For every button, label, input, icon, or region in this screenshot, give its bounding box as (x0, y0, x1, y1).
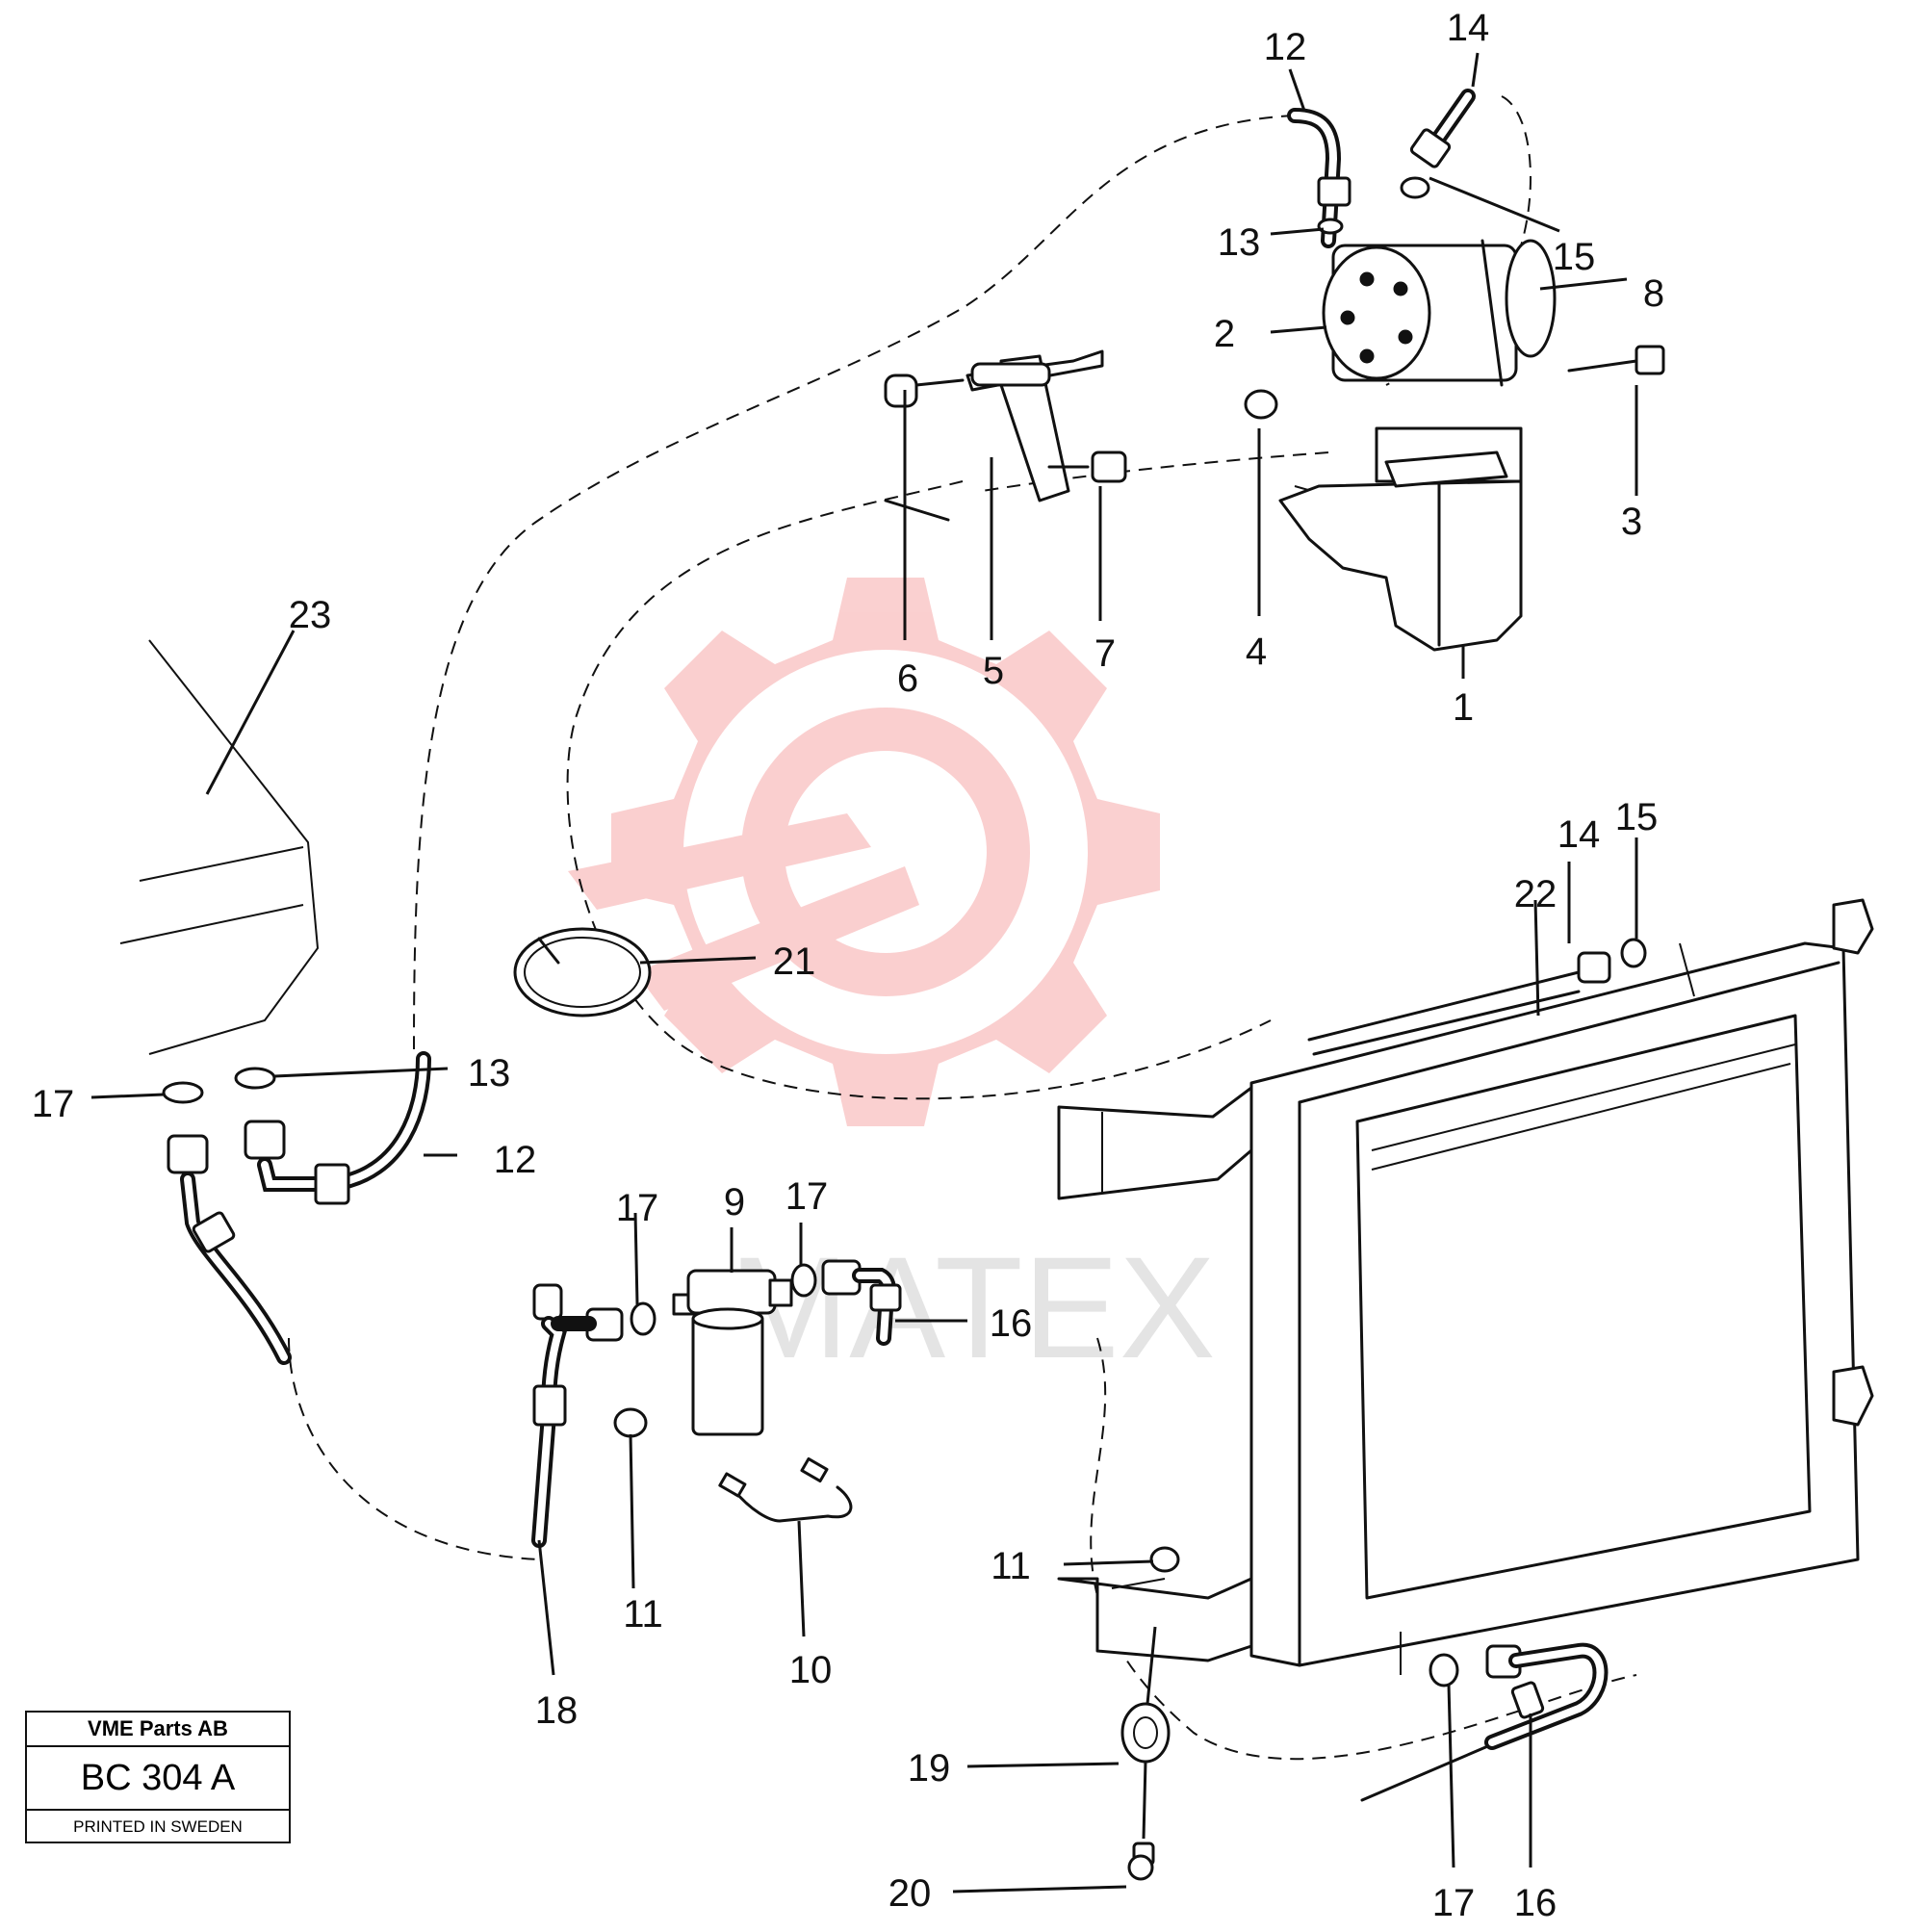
watermark-text: MATEX (729, 1226, 1216, 1388)
label-part-18: 18 (535, 1689, 579, 1732)
label-part-17-left: 17 (32, 1083, 75, 1125)
label-part-8: 8 (1643, 272, 1664, 315)
left-hoses (162, 1051, 431, 1365)
label-part-4: 4 (1246, 631, 1267, 673)
label-part-21: 21 (773, 940, 816, 983)
part-labels: 12 14 13 15 8 2 3 4 1 6 5 7 23 21 22 14 … (32, 7, 1664, 1924)
leader-lines (90, 52, 1638, 1893)
label-part-13-left: 13 (468, 1052, 511, 1095)
label-part-11-condenser: 11 (991, 1545, 1031, 1587)
label-part-17-drier-b: 17 (785, 1175, 829, 1218)
label-part-14: 14 (1447, 7, 1490, 49)
compressor-assembly (884, 89, 1665, 652)
label-part-13: 13 (1218, 221, 1261, 264)
label-part-16-bottom: 16 (1514, 1882, 1557, 1924)
drawing-code: BC 304 A (27, 1747, 289, 1811)
label-part-17-bottom: 17 (1432, 1882, 1476, 1924)
condenser-assembly (1057, 898, 1874, 1881)
label-part-20: 20 (888, 1872, 932, 1915)
label-part-1: 1 (1453, 686, 1474, 729)
label-part-17-drier-a: 17 (616, 1187, 659, 1229)
company-name: VME Parts AB (27, 1713, 289, 1747)
label-part-22: 22 (1514, 873, 1557, 915)
label-part-10: 10 (789, 1649, 833, 1691)
label-part-15-condenser: 15 (1615, 796, 1659, 838)
frame-outline (119, 639, 320, 1055)
title-block: VME Parts AB BC 304 A PRINTED IN SWEDEN (25, 1711, 291, 1843)
label-part-12: 12 (1264, 26, 1307, 68)
label-part-15: 15 (1553, 236, 1596, 278)
label-part-11-drier: 11 (623, 1593, 663, 1636)
label-part-5: 5 (983, 650, 1004, 692)
label-part-2: 2 (1214, 313, 1235, 355)
label-part-12-left: 12 (494, 1139, 537, 1181)
label-part-7: 7 (1094, 632, 1116, 675)
label-part-3: 3 (1621, 501, 1642, 543)
label-part-14-condenser: 14 (1557, 813, 1601, 856)
hose-clamp (513, 927, 652, 1018)
label-part-9: 9 (724, 1181, 745, 1224)
label-part-19: 19 (908, 1747, 951, 1790)
label-part-16-drier: 16 (990, 1302, 1033, 1345)
label-part-23: 23 (289, 594, 332, 636)
printed-note: PRINTED IN SWEDEN (73, 1817, 243, 1836)
label-part-6: 6 (897, 657, 918, 700)
watermark-logo: MATEX (568, 578, 1216, 1388)
receiver-drier-assembly (531, 1259, 902, 1548)
